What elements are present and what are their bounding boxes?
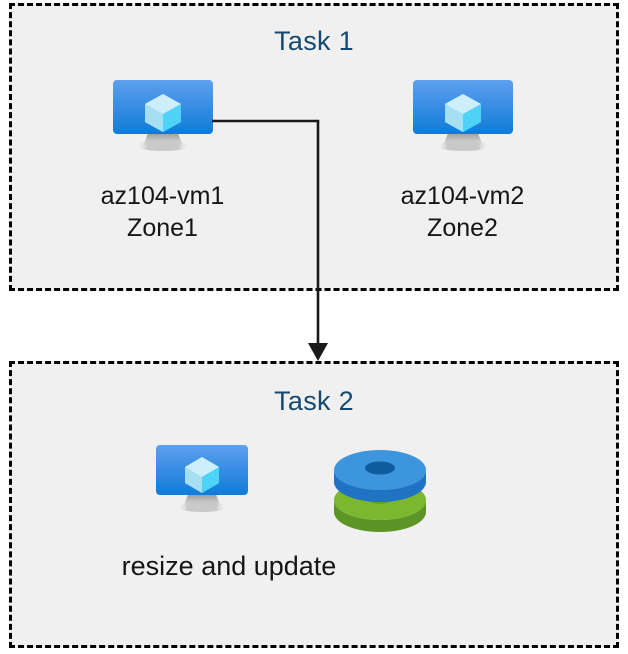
- virtual-machine-icon: [111, 80, 215, 167]
- vm-node-label: az104-vm2 Zone2: [400, 182, 525, 242]
- vm-node-az104-vm2: az104-vm2 Zone2: [355, 80, 570, 245]
- task1-title: Task 1: [274, 26, 354, 56]
- task2-container: [9, 361, 619, 648]
- vm-node-label: az104-vm1 Zone1: [100, 182, 225, 242]
- task2-icon-row: [140, 440, 460, 540]
- task2-title: Task 2: [274, 386, 354, 416]
- disks-icon: [330, 442, 430, 537]
- virtual-machine-icon: [411, 80, 515, 167]
- virtual-machine-icon: [154, 445, 250, 528]
- vm-node-az104-vm1: az104-vm1 Zone1: [55, 80, 270, 245]
- arrowhead-icon: [308, 343, 328, 361]
- task2-caption: resize and update: [121, 551, 337, 581]
